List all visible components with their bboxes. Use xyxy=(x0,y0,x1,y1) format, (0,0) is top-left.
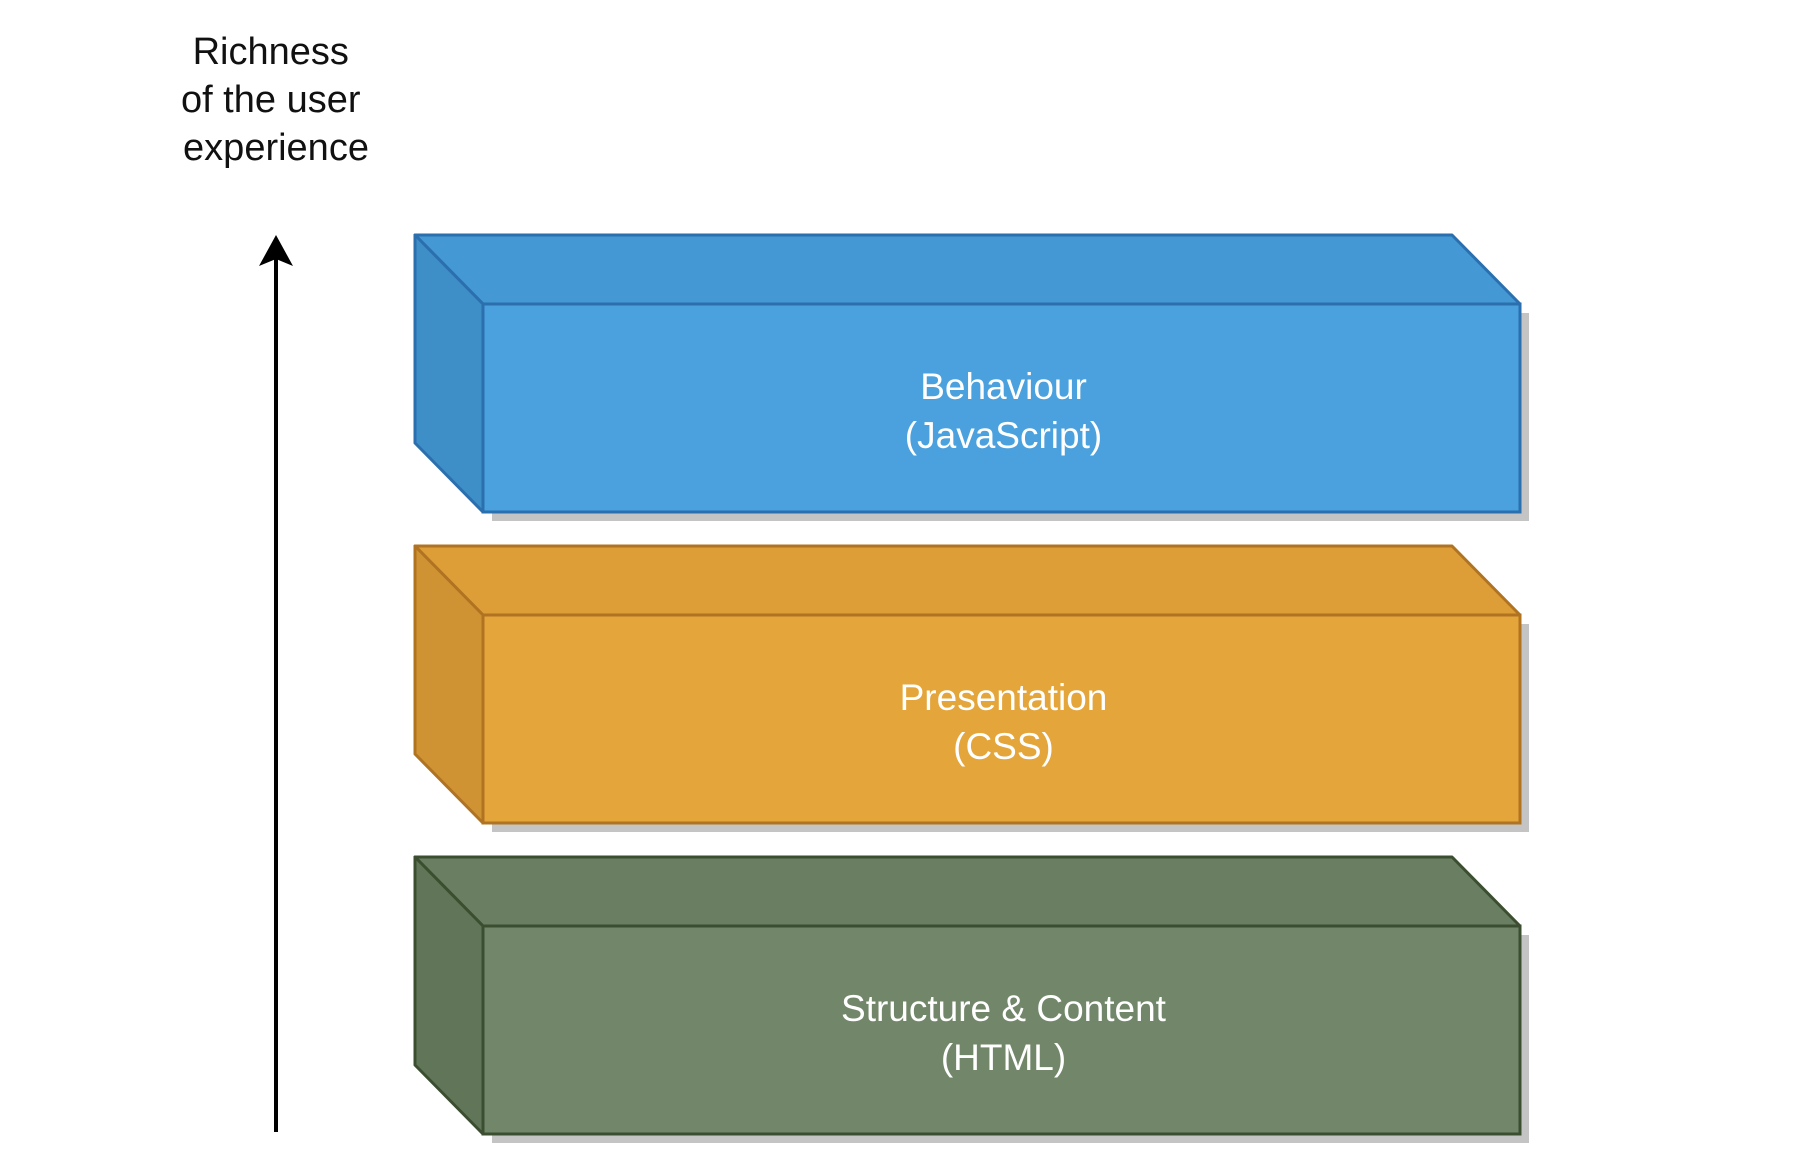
axis-label: Richness of the user experience xyxy=(181,31,371,169)
block-top-face xyxy=(413,233,1522,306)
block-subtitle: (HTML) xyxy=(941,1037,1066,1078)
axis-label-line-3: experience xyxy=(183,127,369,169)
block-title: Structure & Content xyxy=(841,988,1167,1029)
richness-axis-arrow xyxy=(259,235,293,1132)
axis-label-line-1: Richness xyxy=(193,31,349,73)
layer-block-behaviour: Behaviour (JavaScript) xyxy=(413,233,1529,521)
block-front-face xyxy=(481,924,1522,1136)
layer-block-structure: Structure & Content (HTML) xyxy=(413,855,1529,1143)
block-subtitle: (CSS) xyxy=(953,726,1054,767)
block-title: Behaviour xyxy=(920,366,1087,407)
block-title: Presentation xyxy=(900,677,1108,718)
block-front-face xyxy=(481,302,1522,514)
block-front-face xyxy=(481,613,1522,825)
arrow-head-icon xyxy=(259,235,293,266)
block-subtitle: (JavaScript) xyxy=(905,415,1102,456)
layer-stack: Behaviour (JavaScript) Presentation (CSS) St… xyxy=(413,233,1529,1143)
layer-block-presentation: Presentation (CSS) xyxy=(413,544,1529,832)
block-top-face xyxy=(413,544,1522,617)
block-top-face xyxy=(413,855,1522,928)
axis-label-line-2: of the user xyxy=(181,79,361,121)
